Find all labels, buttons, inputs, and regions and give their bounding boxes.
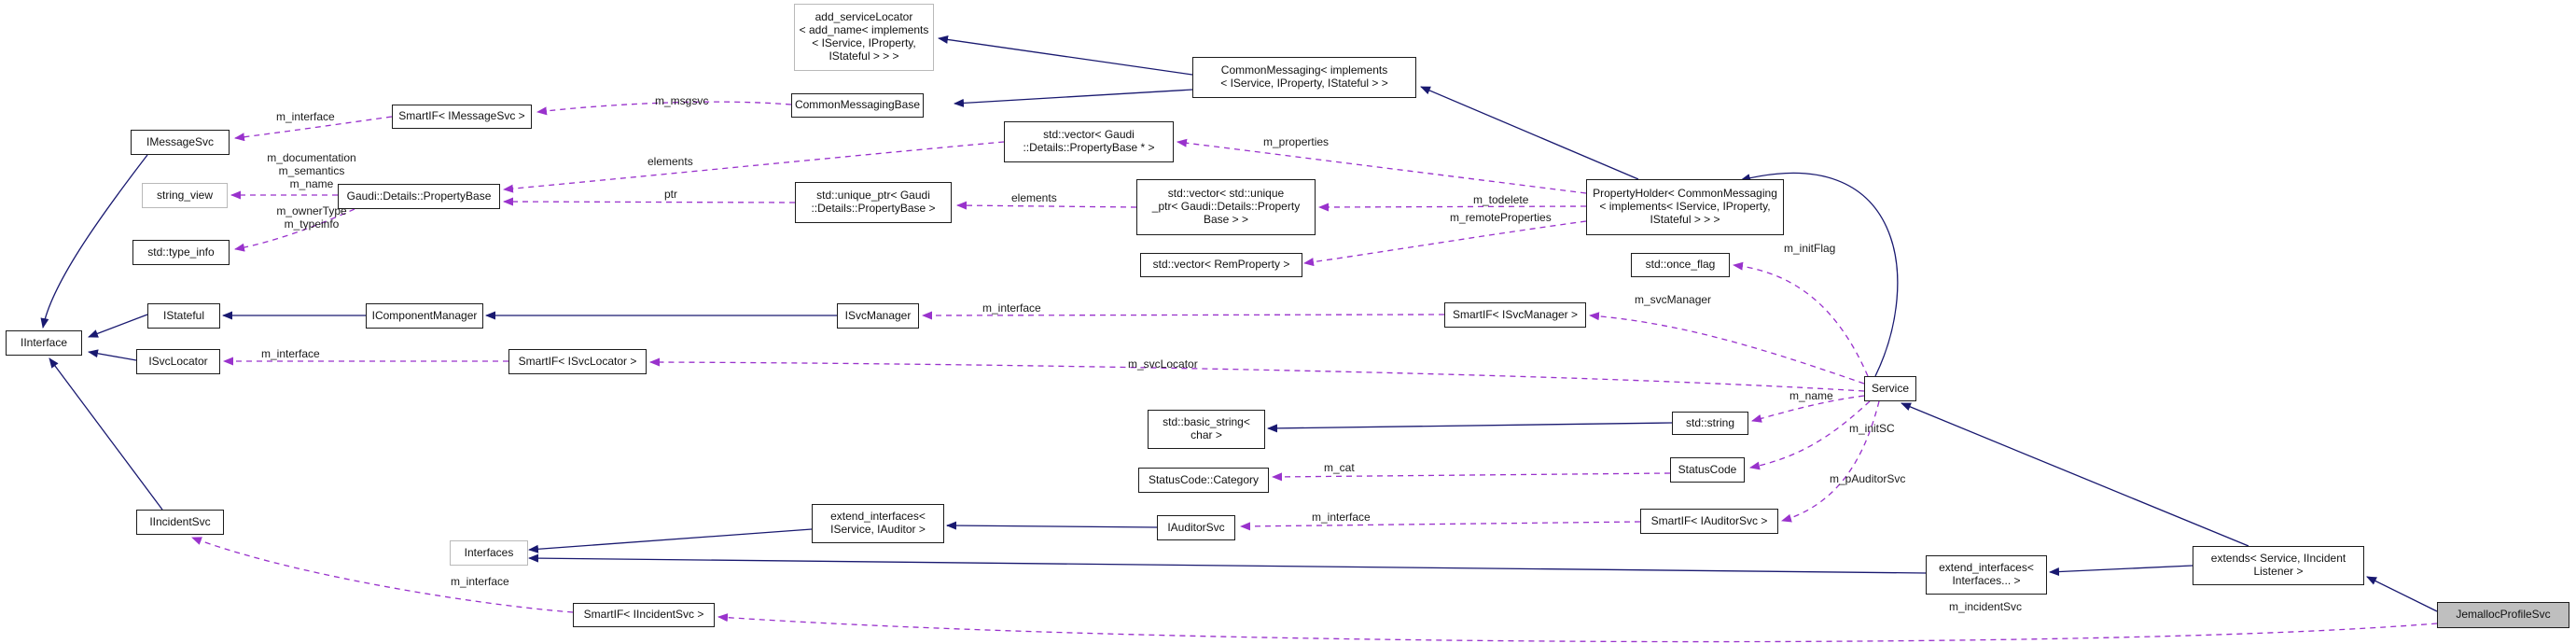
edge-usage-uniqueptr-propertybase [503, 197, 796, 206]
edge-usage-propertyholder-vectorpropertybase [1177, 138, 1587, 194]
node-imessagesvc[interactable]: IMessageSvc [131, 130, 230, 155]
node-vector-propertybase-ptr[interactable]: std::vector< Gaudi ::Details::PropertyBa… [1004, 121, 1174, 162]
node-smartif-isvclocator[interactable]: SmartIF< ISvcLocator > [508, 349, 647, 374]
edge-inherit-istateful-iinterface [88, 314, 148, 338]
node-isvcmanager[interactable]: ISvcManager [837, 303, 919, 329]
edge-inherit-isvclocator-iinterface [88, 349, 137, 361]
node-isvclocator[interactable]: ISvcLocator [136, 349, 220, 374]
edge-usage-statuscode-category [1272, 472, 1671, 482]
edge-usage-service-smartifisvclocator [649, 357, 1865, 392]
edge-usage-smartifiauditorsvc-iauditorsvc [1240, 521, 1641, 531]
edge-usage-propertyholder-vectorremproperty [1303, 220, 1587, 267]
edge-inherit-extendinterfaces-interfaces [528, 528, 813, 553]
node-std-string[interactable]: std::string [1672, 412, 1748, 435]
node-propertybase[interactable]: Gaudi::Details::PropertyBase [338, 184, 500, 209]
node-add-servicelocator: add_serviceLocator < add_name< implement… [794, 4, 934, 71]
edge-usage-service-stdstring [1751, 395, 1865, 423]
edge-inherit-imessagesvc-iinterface [40, 154, 148, 329]
edge-usage-jemalloc-smartifiincidentsvc [717, 613, 2438, 643]
node-interfaces: Interfaces [450, 540, 528, 566]
node-statuscode[interactable]: StatusCode [1670, 457, 1745, 483]
edge-usage-vectoruniqueptr-uniqueptr [956, 201, 1137, 210]
node-extends-service-iincidentlistener[interactable]: extends< Service, IIncident Listener > [2193, 546, 2364, 585]
node-vector-unique-ptr[interactable]: std::vector< std::unique _ptr< Gaudi::De… [1136, 179, 1316, 235]
edge-usage-propertyholder-vectoruniqueptr [1318, 203, 1587, 212]
node-extend-interfaces-dots[interactable]: extend_interfaces< Interfaces... > [1926, 555, 2047, 595]
edge-label-m-name: m_name [1789, 389, 1833, 402]
node-common-messaging-base[interactable]: CommonMessagingBase [791, 93, 924, 118]
edge-label-m-initflag: m_initFlag [1784, 242, 1836, 255]
node-unique-ptr-propertybase[interactable]: std::unique_ptr< Gaudi ::Details::Proper… [795, 182, 952, 223]
node-once-flag[interactable]: std::once_flag [1631, 253, 1730, 277]
edge-inherit-commonmessaging-addservicelocator [938, 35, 1193, 76]
edge-label-m-ownertype-typeinfo: m_ownerType m_typeinfo [276, 204, 347, 231]
edge-usage-commonmessagingbase-smartifimessagesvc [536, 101, 792, 116]
node-smartif-imessagesvc[interactable]: SmartIF< IMessageSvc > [392, 105, 532, 129]
node-statuscode-category[interactable]: StatusCode::Category [1138, 468, 1269, 493]
edge-label-m-interface-isvclocator: m_interface [261, 347, 320, 360]
node-iincidentsvc[interactable]: IIncidentSvc [136, 510, 224, 535]
node-jemallocprofilesvc: JemallocProfileSvc [2437, 602, 2569, 628]
node-iauditorsvc[interactable]: IAuditorSvc [1157, 515, 1235, 540]
node-iinterface[interactable]: IInterface [6, 330, 82, 356]
edge-label-m-incidentsvc: m_incidentSvc [1949, 600, 2023, 613]
node-icomponentmanager[interactable]: IComponentManager [366, 303, 483, 329]
node-smartif-isvcmanager[interactable]: SmartIF< ISvcManager > [1444, 302, 1586, 328]
node-extend-interfaces-iservice-iauditor[interactable]: extend_interfaces< IService, IAuditor > [812, 504, 944, 543]
edge-label-m-interface-iincidentsvc: m_interface [451, 575, 509, 588]
node-basic-string[interactable]: std::basic_string< char > [1148, 410, 1265, 449]
edge-label-elements-2: elements [1011, 191, 1057, 204]
edge-label-m-documentation-semantics-name: m_documentation m_semantics m_name [267, 151, 356, 190]
edge-label-m-cat: m_cat [1324, 461, 1355, 474]
edge-usage-service-onceflag [1733, 261, 1869, 377]
edge-usage-service-statuscode [1749, 400, 1871, 470]
edge-label-m-todelete: m_todelete [1473, 193, 1529, 206]
edge-label-m-interface-iauditorsvc: m_interface [1312, 511, 1371, 524]
edge-usage-service-smartifiauditorsvc [1781, 400, 1880, 523]
edge-usage-propertybase-typeinfo [234, 208, 355, 252]
edge-label-ptr: ptr [664, 188, 678, 201]
edge-inherit-iauditorsvc-extendinterfaces [946, 521, 1158, 530]
edge-inherit-jemalloc-extends [2366, 576, 2438, 612]
node-string-view: string_view [142, 183, 228, 208]
edge-label-m-msgsvc: m_msgsvc [655, 94, 709, 107]
node-service[interactable]: Service [1864, 376, 1916, 401]
edge-inherit-extendinterfacesdots-interfaces [528, 553, 1927, 574]
node-common-messaging[interactable]: CommonMessaging< implements < IService, … [1192, 57, 1416, 98]
node-istateful[interactable]: IStateful [147, 303, 220, 329]
edge-inherit-commonmessaging-commonmessagingbase [954, 89, 1193, 107]
edge-usage-vectorpropertybase-propertybase [503, 141, 1005, 193]
node-property-holder[interactable]: PropertyHolder< CommonMessaging < implem… [1586, 179, 1784, 235]
edge-label-m-initsc: m_initSC [1849, 422, 1895, 435]
edge-usage-service-smartifisvcmanager [1589, 312, 1865, 385]
edge-inherit-propertyholder-commonmessaging [1420, 86, 1639, 180]
node-smartif-iauditorsvc[interactable]: SmartIF< IAuditorSvc > [1640, 509, 1778, 534]
edge-inherit-service-propertyholder [1740, 172, 1899, 377]
edge-inherit-stdstring-basicstring [1267, 422, 1673, 433]
edge-label-elements-1: elements [647, 155, 693, 168]
node-type-info[interactable]: std::type_info [132, 240, 230, 265]
edge-label-m-pauditorsvc: m_pAuditorSvc [1830, 472, 1906, 485]
edge-label-m-properties: m_properties [1263, 135, 1330, 148]
node-smartif-iincidentsvc[interactable]: SmartIF< IIncidentSvc > [573, 603, 715, 627]
edge-label-m-svclocator: m_svcLocator [1128, 357, 1198, 371]
edge-label-m-svcmanager: m_svcManager [1635, 293, 1712, 306]
edge-label-m-interface-imessagesvc: m_interface [276, 110, 335, 123]
edge-label-m-remoteproperties: m_remoteProperties [1450, 211, 1552, 224]
node-vector-remproperty[interactable]: std::vector< RemProperty > [1140, 253, 1302, 277]
edge-label-m-interface-isvcmanager: m_interface [982, 301, 1041, 315]
edge-inherit-extends-service [1901, 402, 2249, 547]
edge-inherit-extends-extendinterfacesdots [2049, 565, 2193, 577]
edge-inherit-iincidentsvc-iinterface [49, 357, 163, 511]
